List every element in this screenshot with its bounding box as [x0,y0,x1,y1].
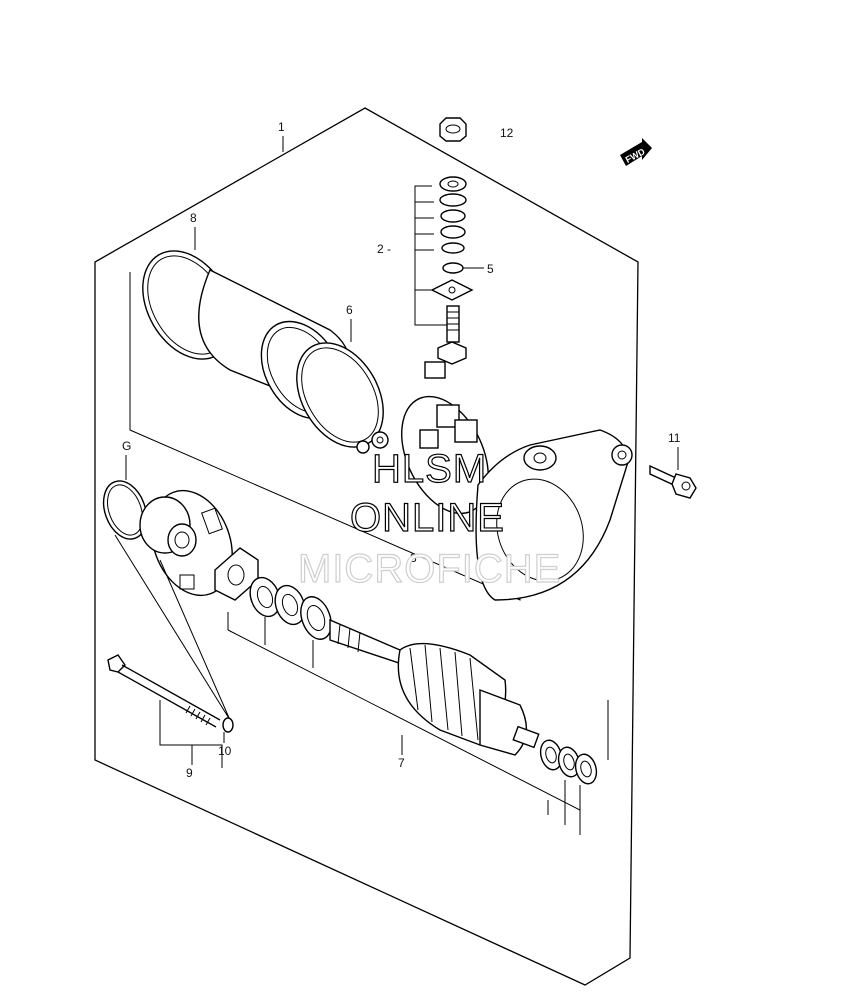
callout-8: 8 [190,211,197,225]
callout-7: 7 [398,756,405,770]
front-bracket-part [139,489,233,597]
rear-washers-part [539,739,598,785]
bolt-11-part [649,464,697,499]
shim-stack-part [214,547,332,640]
washer-stack-part [424,176,474,379]
watermark-line2: ONLINE [350,496,505,540]
bracket-9 [159,700,223,768]
end-cover-part [475,429,633,601]
callout-6: 6 [346,303,353,317]
bracket-2 [414,185,448,326]
callout-9: 9 [186,766,193,780]
callout-1: 1 [278,120,285,134]
watermark: HLSM ONLINE MICROFICHE [297,446,561,591]
watermark-line3: MICROFICHE [298,547,561,591]
assembly-frame [94,107,639,986]
callout-11: 11 [668,431,681,445]
callout-10: 10 [218,744,232,758]
callout-3: 3 [410,551,417,565]
brush-holder-part [356,395,489,515]
forward-arrow-icon: FWD [620,138,652,166]
armature-part [329,618,540,756]
callout-2: 2 - [377,242,391,256]
callout-5: 5 [487,262,494,276]
o-ring-g-part [102,480,148,540]
watermark-line1: HLSM [372,447,487,491]
flange-nut-part [439,117,467,142]
callout-12: 12 [500,126,514,140]
callout-g: G [122,439,131,453]
through-bolt-part [107,654,234,733]
